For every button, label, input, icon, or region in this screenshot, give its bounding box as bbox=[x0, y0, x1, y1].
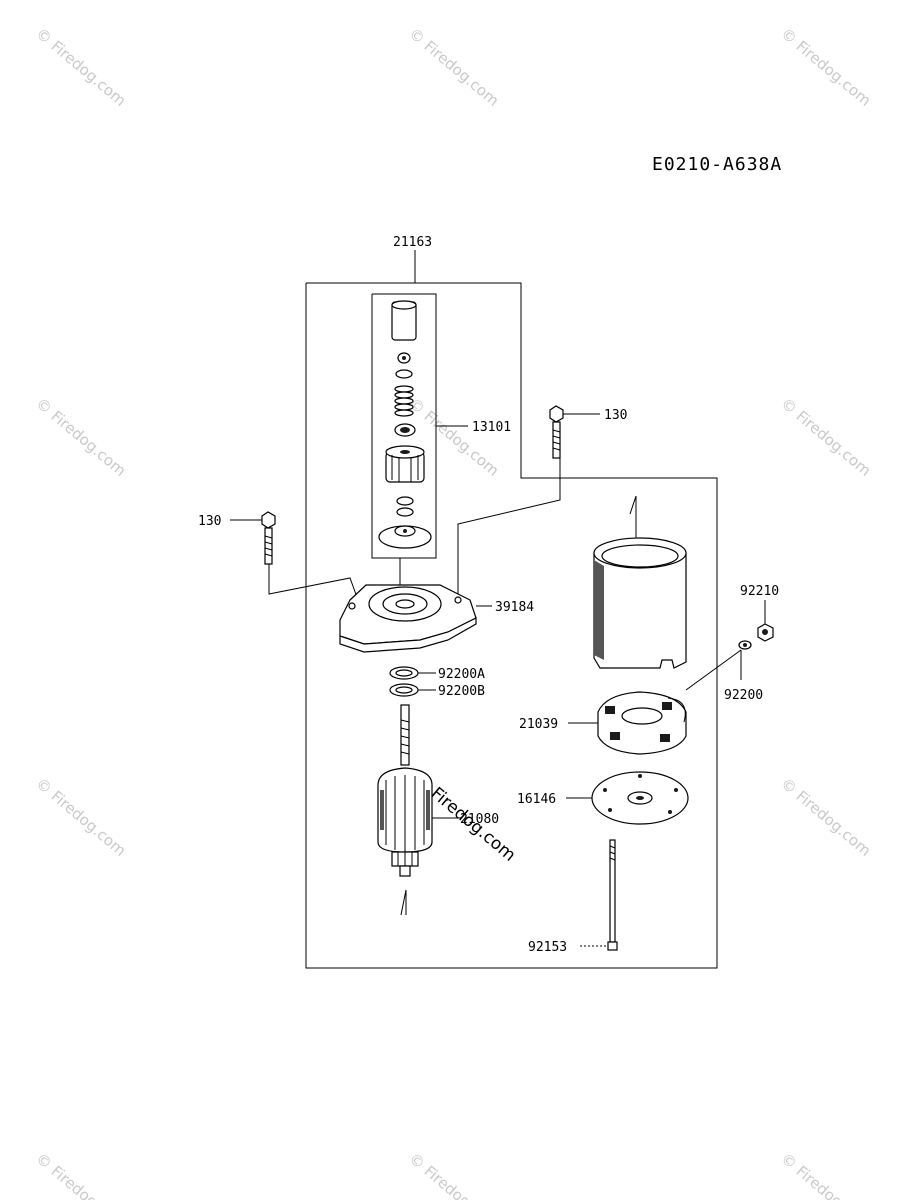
bolt-130-left bbox=[230, 511, 276, 565]
label-92200: 92200 bbox=[724, 688, 763, 703]
label-130-left: 130 bbox=[198, 514, 221, 529]
nut-92210 bbox=[757, 600, 774, 642]
label-92210: 92210 bbox=[740, 584, 779, 599]
watermark-bl: © Firedog.com bbox=[32, 1149, 129, 1200]
label-92200A: 92200A bbox=[438, 667, 485, 682]
watermark-ll: © Firedog.com bbox=[32, 774, 129, 859]
watermark-lr: © Firedog.com bbox=[777, 774, 874, 859]
label-21163: 21163 bbox=[393, 235, 432, 250]
label-21039: 21039 bbox=[519, 717, 558, 732]
pinion-gear-icon bbox=[385, 445, 425, 483]
watermark-center: Firedog.com bbox=[427, 784, 520, 866]
watermark-br: © Firedog.com bbox=[777, 1149, 874, 1200]
watermark-ml: © Firedog.com bbox=[32, 394, 129, 479]
watermark-tr: © Firedog.com bbox=[777, 24, 874, 109]
label-21080: 21080 bbox=[460, 812, 499, 827]
watermark-mr: © Firedog.com bbox=[777, 394, 874, 479]
label-13101: 13101 bbox=[472, 420, 511, 435]
drive-assembly-13101 bbox=[378, 300, 432, 549]
bolt-130-top bbox=[549, 405, 600, 459]
yoke-housing bbox=[593, 537, 687, 669]
label-92200B: 92200B bbox=[438, 684, 485, 699]
watermark-bc: © Firedog.com bbox=[405, 1149, 502, 1200]
washer-92200B bbox=[389, 683, 436, 697]
label-130-top: 130 bbox=[604, 408, 627, 423]
diagram-code: E0210-A638A bbox=[652, 154, 782, 175]
watermark-tl: © Firedog.com bbox=[32, 24, 129, 109]
through-bolt-92153 bbox=[580, 839, 618, 951]
end-cover-16146 bbox=[566, 771, 689, 825]
label-92153: 92153 bbox=[528, 940, 567, 955]
washer-92200 bbox=[685, 640, 752, 691]
brush-holder-21039 bbox=[568, 691, 687, 755]
label-16146: 16146 bbox=[517, 792, 556, 807]
spring-icon bbox=[394, 385, 414, 417]
front-bracket-39184 bbox=[339, 584, 492, 653]
washer-92200A bbox=[389, 666, 436, 680]
label-39184: 39184 bbox=[495, 600, 534, 615]
armature-21080 bbox=[377, 704, 458, 877]
watermark-tc: © Firedog.com bbox=[405, 24, 502, 109]
